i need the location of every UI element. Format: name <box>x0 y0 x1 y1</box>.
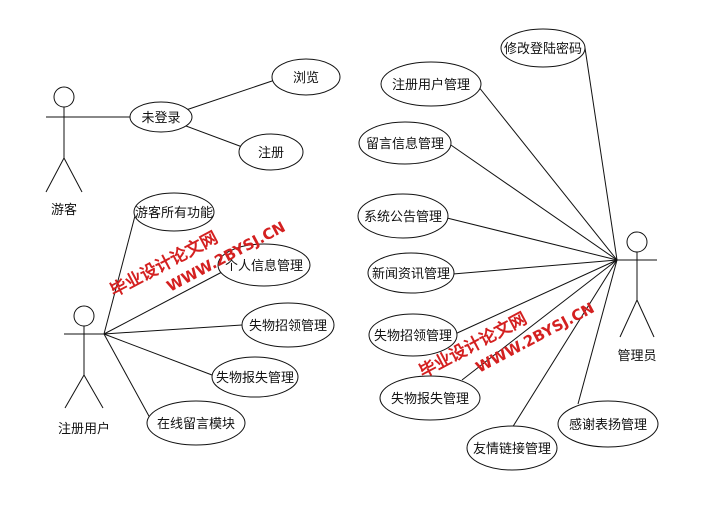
admin-actor: 管理员 <box>617 231 657 364</box>
svg-text:留言信息管理: 留言信息管理 <box>366 136 444 152</box>
svg-text:失物报失管理: 失物报失管理 <box>216 371 294 386</box>
usecase-news-mgmt: 新闻资讯管理 <box>367 252 455 294</box>
svg-text:注册: 注册 <box>258 146 284 161</box>
svg-text:个人信息管理: 个人信息管理 <box>225 258 303 274</box>
usecase-user-lost-claim: 失物招领管理 <box>241 302 335 348</box>
svg-text:感谢表扬管理: 感谢表扬管理 <box>569 417 647 433</box>
svg-text:友情链接管理: 友情链接管理 <box>473 441 551 457</box>
svg-text:失物招领管理: 失物招领管理 <box>249 319 327 334</box>
usecase-register: 注册 <box>238 133 304 171</box>
svg-text:未登录: 未登录 <box>141 111 180 126</box>
registered-user-actor: 注册用户 <box>58 305 110 437</box>
usecase-user-lost-report: 失物报失管理 <box>211 356 299 398</box>
guest-actor-label: 游客 <box>51 202 77 218</box>
usecase-links-mgmt: 友情链接管理 <box>466 425 558 471</box>
usecase-system-notice-mgmt: 系统公告管理 <box>357 193 449 239</box>
svg-text:系统公告管理: 系统公告管理 <box>364 210 442 225</box>
usecase-thanks-mgmt: 感谢表扬管理 <box>557 400 659 448</box>
usecase-change-password: 修改登陆密码 <box>500 28 586 68</box>
usecase-registered-user-mgmt: 注册用户管理 <box>380 61 482 107</box>
svg-text:失物报失管理: 失物报失管理 <box>391 392 469 407</box>
usecase-online-message: 在线留言模块 <box>146 400 246 446</box>
usecase-not-logged-in: 未登录 <box>129 101 193 133</box>
guest-actor: 游客 <box>45 86 134 218</box>
svg-text:浏览: 浏览 <box>293 70 319 86</box>
svg-text:在线留言模块: 在线留言模块 <box>157 417 235 432</box>
svg-text:注册用户管理: 注册用户管理 <box>392 77 470 93</box>
usecase-browse: 浏览 <box>271 58 341 96</box>
svg-text:新闻资讯管理: 新闻资讯管理 <box>372 266 450 282</box>
admin-label: 管理员 <box>617 349 656 364</box>
svg-text:修改登陆密码: 修改登陆密码 <box>504 41 582 57</box>
usecase-personal-info: 个人信息管理 <box>217 243 311 287</box>
usecase-all-guest-functions: 游客所有功能 <box>133 192 215 232</box>
usecase-admin-lost-claim: 失物招领管理 <box>368 313 458 357</box>
usecase-admin-lost-report: 失物报失管理 <box>379 375 481 421</box>
registered-user-label: 注册用户 <box>58 421 110 437</box>
svg-text:游客所有功能: 游客所有功能 <box>135 205 213 221</box>
usecase-message-info-mgmt: 留言信息管理 <box>358 121 452 165</box>
svg-text:失物招领管理: 失物招领管理 <box>374 329 452 344</box>
